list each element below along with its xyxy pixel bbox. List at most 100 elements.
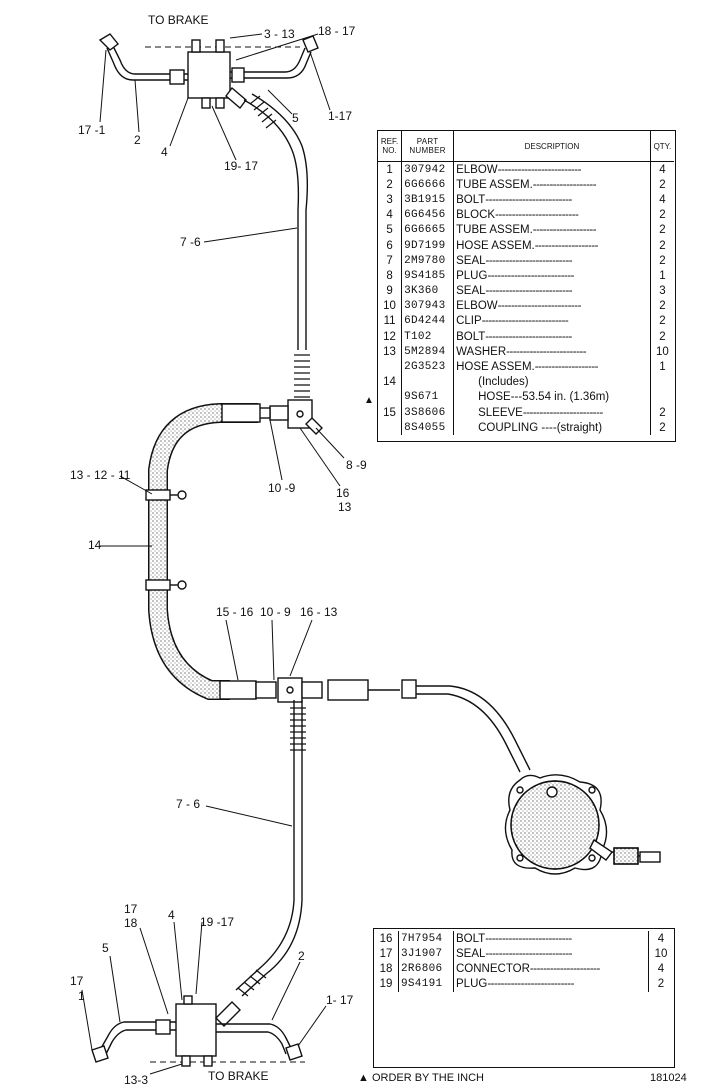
part-number-cell: 7H7954: [398, 931, 454, 947]
header-ref-no: REF. NO.: [378, 131, 403, 162]
part-number-cell: 2R6806: [398, 961, 454, 977]
leader-dots: --------------------------: [485, 285, 573, 298]
description-cell: CLIP--------------------------: [453, 313, 651, 330]
description-text: TUBE ASSEM.: [456, 224, 533, 237]
table-row: 9S671 HOSE---53.54 in. (1.36m): [378, 389, 674, 405]
ref-no-cell: 9: [378, 283, 403, 299]
ref-no-cell: 6: [378, 237, 403, 254]
description-text: BOLT: [456, 330, 486, 343]
quantity-cell: 10: [654, 947, 668, 960]
ref-no-cell: 5: [378, 222, 403, 238]
callout-13-3-bottom: 13-3: [124, 1073, 149, 1087]
leader-dots: ------------------------: [506, 345, 587, 358]
ref-no-cell: 11: [378, 313, 403, 330]
description-text: SEAL: [456, 285, 486, 298]
ref-no-cell: 13: [378, 344, 403, 360]
lower-hose: [235, 700, 306, 997]
part-number-cell: 9D7199: [401, 237, 455, 254]
figure-number: 181024: [650, 1072, 687, 1084]
leader-dots: -------------------------: [495, 209, 579, 222]
part-number-cell: 9S671: [401, 389, 455, 405]
quantity-cell: 2: [659, 224, 666, 237]
parts-table-header: REF. NO. PART NUMBER DESCRIPTION QTY.: [378, 131, 674, 162]
callout-5-top: 5: [292, 111, 299, 125]
callout-17-1-top: 17 -1: [78, 123, 106, 137]
callout-19-17-bottom: 19 -17: [200, 915, 235, 929]
header-description: DESCRIPTION: [453, 131, 651, 162]
bottom-brake-assembly: [91, 995, 305, 1067]
description-cell: SLEEVE------------------------: [453, 405, 651, 421]
ref-no-cell: 7: [378, 253, 403, 269]
description-text: PLUG: [456, 269, 488, 282]
quantity-cell: 2: [659, 239, 666, 252]
quantity-cell: 2: [659, 330, 666, 343]
callout-1-17-bottom: 1- 17: [326, 993, 354, 1007]
parts-table-bottom-frame: [373, 928, 675, 1068]
part-number-cell: 3K360: [401, 283, 455, 299]
ref-no-cell: 1: [378, 161, 403, 178]
quantity-cell: [650, 375, 674, 390]
description-text: HOSE ASSEM.: [456, 239, 535, 252]
part-number-cell: 5M2894: [401, 344, 455, 360]
description-cell: COUPLING ----(straight): [453, 420, 651, 436]
master-cylinder-line: [416, 685, 531, 773]
part-number-cell: 9S4191: [398, 976, 454, 992]
ref-no-cell: 14: [378, 374, 403, 390]
callout-19-17-top: 19- 17: [224, 159, 259, 173]
description-text: BOLT: [456, 932, 486, 945]
ref-no-cell: [378, 359, 403, 375]
description-cell: BOLT--------------------------: [453, 192, 651, 208]
callout-16-13: 16 - 13: [300, 605, 338, 619]
ref-no-cell: 2: [378, 177, 403, 193]
quantity-cell: 2: [659, 406, 666, 419]
description-text: PLUG: [456, 978, 488, 991]
ref-no-cell: 16: [374, 931, 399, 947]
ref-no-cell: 15: [378, 405, 403, 421]
description-text: BLOCK: [456, 209, 496, 222]
quantity-cell: 2: [659, 421, 666, 434]
part-number-cell: 3J1907: [398, 946, 454, 962]
callout-2-bottom: 2: [298, 949, 305, 963]
description-text: BOLT: [456, 193, 486, 206]
description-cell: HOSE ASSEM.-------------------: [453, 359, 651, 375]
description-cell: BOLT--------------------------: [453, 931, 649, 947]
to-brake-label-bottom: TO BRAKE: [208, 1069, 269, 1083]
part-number-cell: 6G6665: [401, 222, 455, 238]
part-number-cell: [401, 374, 455, 390]
description-cell: ELBOW-------------------------: [453, 298, 651, 314]
description-text: CONNECTOR: [456, 962, 530, 975]
ref-no-cell: [378, 420, 403, 436]
callout-5-bottom: 5: [102, 941, 109, 955]
ref-no-cell: [378, 389, 403, 405]
description-text: SEAL: [456, 947, 486, 960]
ref-no-cell: 18: [374, 961, 399, 977]
callout-13: 13: [338, 500, 352, 514]
quantity-cell: 2: [659, 209, 666, 222]
description-cell: TUBE ASSEM.-------------------: [453, 222, 651, 238]
description-text: HOSE---53.54 in. (1.36m): [478, 391, 610, 404]
description-text: HOSE ASSEM.: [456, 361, 535, 374]
callout-7-6-top: 7 -6: [180, 235, 201, 249]
quantity-cell: 2: [659, 254, 666, 267]
leader-dots: -------------------------: [497, 163, 582, 176]
part-number-cell: T102: [401, 329, 455, 345]
part-number-cell: 6G6666: [401, 177, 455, 193]
loop-hose: [145, 403, 261, 700]
callout-18-bottom: 18: [124, 916, 138, 930]
description-cell: WASHER------------------------: [453, 344, 651, 360]
leader-dots: -------------------: [534, 361, 599, 374]
description-text: ELBOW: [456, 163, 498, 176]
quantity-cell: 2: [659, 300, 666, 313]
callout-16: 16: [336, 486, 350, 500]
leader-dots: --------------------------: [481, 315, 569, 328]
callout-10-9-top: 10 -9: [268, 481, 296, 495]
